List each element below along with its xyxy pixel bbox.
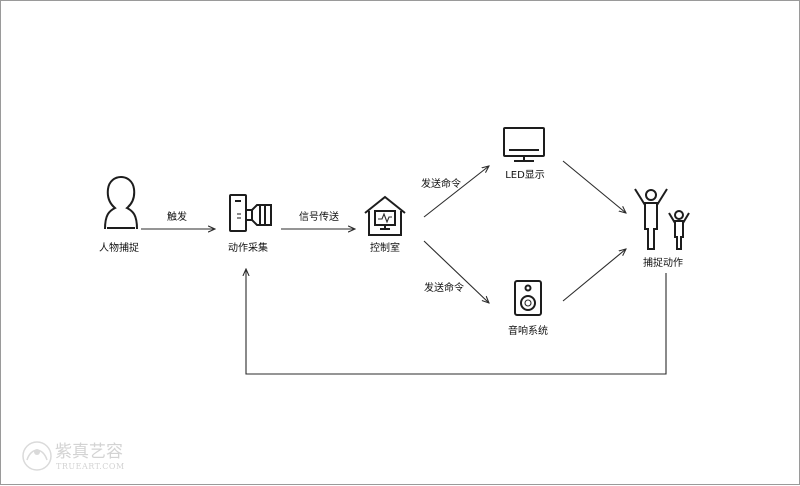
node-label-led-display: LED显示 — [505, 169, 545, 181]
edge-label-signal: 信号传送 — [299, 210, 339, 223]
watermark-text-en: TRUEART.COM — [56, 462, 125, 471]
edge-label-send-audio: 发送命令 — [424, 281, 464, 294]
node-label-capture-motion: 捕捉动作 — [643, 256, 683, 269]
edge-to-led-arrow — [423, 166, 489, 218]
feedback-loop-arrow — [246, 269, 667, 375]
node-audio-system: 音响系统 — [508, 280, 548, 337]
node-person-capture: 人物捕捉 — [99, 175, 139, 254]
edge-to-audio-arrow — [423, 240, 489, 303]
node-motion-capture: 动作采集 — [228, 194, 272, 254]
node-label-motion-capture: 动作采集 — [228, 241, 268, 254]
edge-led-to-capture-arrow — [562, 160, 626, 213]
node-label-control-room: 控制室 — [370, 241, 400, 254]
watermark-text-cn: 紫真艺容 — [55, 442, 123, 462]
edge-audio-to-capture-arrow — [562, 249, 626, 302]
node-capture-motion: 捕捉动作 — [634, 188, 690, 269]
node-label-person-capture: 人物捕捉 — [99, 241, 139, 254]
node-led-display: LED显示 — [503, 127, 545, 181]
node-control-room: 控制室 — [364, 195, 406, 254]
monitor-icon — [503, 127, 545, 162]
edge-label-trigger: 触发 — [167, 210, 187, 223]
speaker-icon — [514, 280, 542, 316]
node-label-audio-system: 音响系统 — [508, 324, 548, 337]
person-head-icon — [104, 175, 138, 230]
people-cheering-icon — [634, 188, 690, 250]
watermark-logo-icon — [22, 441, 52, 471]
edge-label-send-led: 发送命令 — [421, 177, 461, 190]
watermark: 紫真艺容 TRUEART.COM — [22, 441, 125, 471]
control-room-house-icon — [364, 195, 406, 236]
camera-icon — [229, 194, 272, 232]
